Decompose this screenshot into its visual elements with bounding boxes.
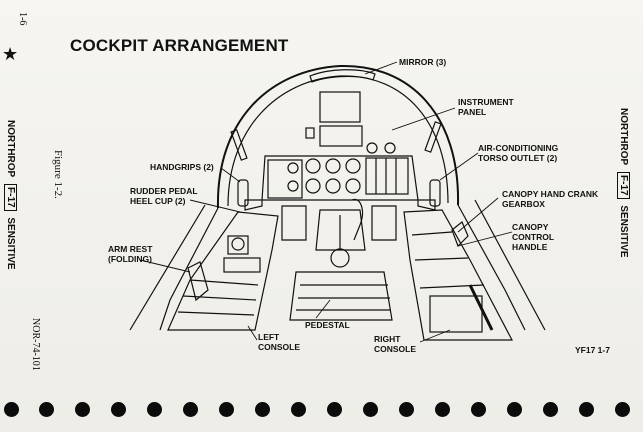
callout-instrument-panel: INSTRUMENT PANEL [458,97,514,117]
right-aircraft: F-17 [617,172,630,199]
figure-label: Figure 1-2. [52,150,64,199]
binder-hole [579,402,594,417]
left-aircraft: F-17 [4,184,17,211]
binder-hole [327,402,342,417]
left-company: NORTHROP [5,120,16,178]
callout-mirror: MIRROR (3) [399,57,447,67]
binder-hole [363,402,378,417]
callout-left-console: LEFT CONSOLE [258,332,301,352]
right-status: SENSITIVE [618,205,629,258]
page-title: COCKPIT ARRANGEMENT [70,36,289,55]
binder-hole [219,402,234,417]
binder-hole [4,402,19,417]
callout-canopy-control: CANOPY CONTROL HANDLE [512,222,555,252]
callout-right-console: RIGHT CONSOLE [374,334,417,354]
callout-air-conditioning: AIR-CONDITIONING TORSO OUTLET (2) [478,143,559,163]
binder-hole [291,402,306,417]
callout-pedestal: PEDESTAL [305,320,350,330]
binder-hole [615,402,630,417]
binder-hole [147,402,162,417]
callout-rudder-pedal: RUDDER PEDAL HEEL CUP (2) [130,186,198,206]
binder-hole [399,402,414,417]
left-status: SENSITIVE [5,217,16,270]
binder-hole [111,402,126,417]
binder-hole [543,402,558,417]
binder-hole [435,402,450,417]
cockpit-diagram [129,61,546,343]
binder-hole [471,402,486,417]
binder-hole [75,402,90,417]
star-icon: ★ [2,44,19,64]
callout-arm-rest: ARM REST (FOLDING) [108,244,153,264]
binder-holes [0,398,643,422]
callout-canopy-crank: CANOPY HAND CRANK GEARBOX [502,189,599,209]
binder-hole [39,402,54,417]
figure-code: YF17 1-7 [575,345,610,355]
binder-hole [183,402,198,417]
binder-hole [507,402,522,417]
callout-handgrips: HANDGRIPS (2) [150,162,214,172]
left-margin-banner: NORTHROP F-17 SENSITIVE [4,120,17,270]
document-number: NOR-74-101 [30,318,41,371]
right-company: NORTHROP [618,108,629,166]
binder-hole [255,402,270,417]
right-margin-banner: NORTHROP F-17 SENSITIVE [617,108,630,258]
